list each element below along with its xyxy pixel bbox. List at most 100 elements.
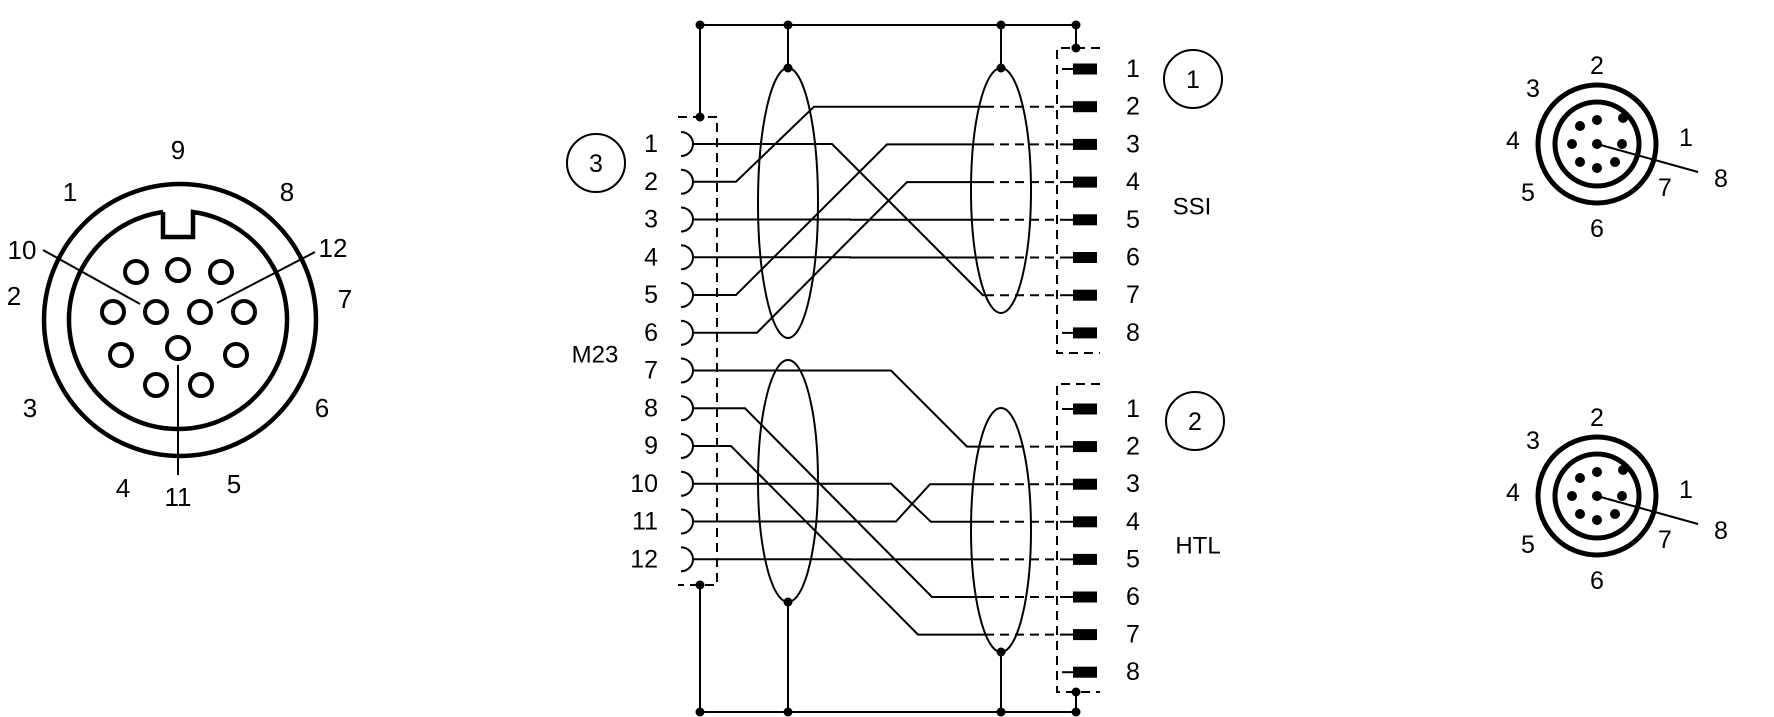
htl-connector-pin-label: 1 xyxy=(1126,395,1140,423)
pin-dot xyxy=(1575,157,1585,167)
pin-dot xyxy=(1617,491,1627,501)
pin-contact-icon xyxy=(1073,214,1097,226)
face-pin-label: 6 xyxy=(1590,567,1604,595)
face-pin-label: 3 xyxy=(1526,427,1540,455)
face-pin-label: 9 xyxy=(171,135,185,165)
junction-dot xyxy=(783,63,793,73)
ssi-connector-pin-label: 5 xyxy=(1126,206,1140,234)
face-pin-label: 10 xyxy=(8,235,37,265)
pin-hole xyxy=(223,342,249,368)
htl-connector-pin-label: 4 xyxy=(1126,508,1140,536)
pin-dot xyxy=(1567,139,1577,149)
pin-dot xyxy=(1575,121,1585,131)
pin-contact-icon xyxy=(1073,666,1097,678)
face-pin-label: 7 xyxy=(1658,174,1672,202)
face-pin-label: 1 xyxy=(1679,124,1693,152)
pin-contact-icon xyxy=(1073,63,1097,75)
pin-hole xyxy=(208,259,234,285)
pin-hole xyxy=(143,299,169,325)
socket-contact-icon xyxy=(680,546,694,573)
pin-contact-icon xyxy=(1073,252,1097,263)
junction-dot xyxy=(1071,687,1081,697)
wire xyxy=(692,407,985,598)
m23-pin-label: 6 xyxy=(644,319,658,347)
pin-contact-icon xyxy=(1073,289,1097,301)
outer-ring xyxy=(1535,82,1659,206)
badge-2-label: 2 xyxy=(1188,408,1202,436)
outer-ring xyxy=(1535,434,1659,558)
m23-pin-label: 4 xyxy=(644,243,658,271)
leader-line-10 xyxy=(42,249,141,305)
wire xyxy=(692,483,985,523)
face-pin-label: 3 xyxy=(1526,75,1540,103)
pin-dot xyxy=(1617,139,1627,149)
cable-shield-ellipse xyxy=(970,67,1032,314)
wire xyxy=(692,482,985,523)
ssi-connector-pin-label: 7 xyxy=(1126,281,1140,309)
m23-pin-label: 1 xyxy=(644,130,658,158)
ssi-connector-pin-label: 8 xyxy=(1126,319,1140,347)
outer-ring xyxy=(41,181,319,459)
face-pin-label: 8 xyxy=(280,177,294,207)
face-pin-label: 7 xyxy=(338,284,352,314)
face-pin-label: 1 xyxy=(1679,476,1693,504)
face-pin-label: 12 xyxy=(319,233,348,263)
ssi-connector-pin-label: 1 xyxy=(1126,55,1140,83)
pin-dot xyxy=(1575,509,1585,519)
pin-dot xyxy=(1592,467,1602,477)
pin-contact-icon xyxy=(1073,101,1097,113)
socket-contact-icon xyxy=(680,168,694,195)
pin-dot xyxy=(1592,115,1602,125)
face-pin-label: 7 xyxy=(1658,526,1672,554)
htl-connector-pin-label: 2 xyxy=(1126,433,1140,461)
face-pin-label: 5 xyxy=(1521,179,1535,207)
m23-pin-label: 8 xyxy=(644,394,658,422)
ssi-label: SSI xyxy=(1173,194,1212,221)
pin-hole xyxy=(165,257,191,283)
socket-contact-icon xyxy=(680,433,694,459)
pin-contact-icon xyxy=(1073,553,1097,565)
junction-dot xyxy=(783,597,793,607)
junction-dot xyxy=(695,580,705,590)
pin-hole xyxy=(100,299,126,325)
pin-contact-icon xyxy=(1073,327,1097,339)
ssi-connector-pin-label: 3 xyxy=(1126,130,1140,158)
face-pin-label: 2 xyxy=(1590,52,1604,80)
pin-hole xyxy=(143,372,169,398)
m23-pin-label: 12 xyxy=(630,545,658,573)
junction-dot xyxy=(695,112,705,122)
pin-hole xyxy=(188,372,214,398)
face-pin-label: 2 xyxy=(7,281,21,311)
face-pin-label: 6 xyxy=(1590,215,1604,243)
pin-dot xyxy=(1592,515,1602,525)
m23-pin-label: 10 xyxy=(630,470,658,498)
face-pin-label: 3 xyxy=(23,393,37,423)
wire xyxy=(692,105,985,183)
socket-contact-icon xyxy=(680,206,694,233)
socket-contact-icon xyxy=(680,508,694,535)
htl-label: HTL xyxy=(1175,533,1220,560)
htl-housing-outline xyxy=(1056,383,1100,693)
pin-dot xyxy=(1575,473,1585,483)
pin-dot xyxy=(1610,157,1620,167)
inner-ring xyxy=(1552,451,1642,541)
pin-dot xyxy=(1567,491,1577,501)
pin-contact-icon xyxy=(1073,629,1097,641)
socket-contact-icon xyxy=(680,395,694,422)
htl-connector-pin-label: 3 xyxy=(1126,470,1140,498)
socket-contact-icon xyxy=(680,244,694,271)
pin-hole xyxy=(108,342,134,368)
face-pin-label: 5 xyxy=(227,469,241,499)
junction-dot xyxy=(996,63,1006,73)
ssi-connector-pin-label: 4 xyxy=(1126,168,1140,196)
wire xyxy=(692,445,985,636)
pin-dot xyxy=(1610,509,1620,519)
m23-pin-label: 7 xyxy=(644,357,658,385)
face-pin-label: 4 xyxy=(116,473,130,503)
m23-pin-label: 5 xyxy=(644,281,658,309)
cable-shield-ellipse xyxy=(970,407,1032,653)
badge-3-label: 3 xyxy=(589,150,603,178)
